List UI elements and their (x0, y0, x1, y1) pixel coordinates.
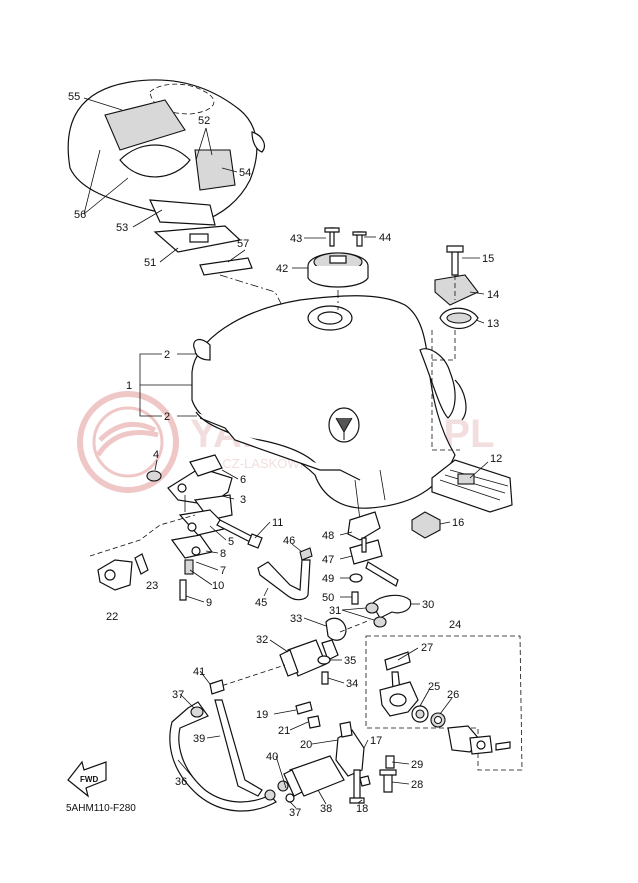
callout-56: 56 (74, 209, 86, 221)
callout-1: 1 (126, 380, 132, 392)
callout-42: 42 (276, 263, 288, 275)
fwd-label: FWD (80, 775, 98, 784)
callout-55: 55 (68, 91, 80, 103)
callout-15: 15 (482, 253, 494, 265)
callout-48: 48 (322, 530, 334, 542)
callout-31: 31 (329, 605, 341, 617)
callout-24: 24 (449, 619, 461, 631)
fwd-arrow-icon: FWD (67, 760, 107, 798)
callout-49: 49 (322, 573, 334, 585)
callout-16: 16 (452, 517, 464, 529)
callout-29: 29 (411, 759, 423, 771)
tank-cover-assembly (67, 79, 301, 341)
rubber-damper (431, 459, 513, 513)
leader-lines (83, 97, 489, 809)
callout-3: 3 (240, 494, 246, 506)
callout-10: 10 (212, 580, 224, 592)
callout-9: 9 (206, 597, 212, 609)
grommet (146, 470, 162, 482)
callout-28: 28 (411, 779, 423, 791)
tank-bracket (432, 245, 479, 361)
watermark-logo-icon (77, 391, 179, 493)
callout-52: 52 (198, 115, 210, 127)
callout-41: 41 (193, 666, 205, 678)
callout-37: 37 (172, 689, 184, 701)
callout-37b: 37 (289, 807, 301, 819)
seal-strip (199, 257, 253, 276)
callout-17: 17 (370, 735, 382, 747)
callout-11: 11 (272, 517, 283, 529)
fuel-pump (283, 701, 371, 804)
callout-20: 20 (300, 739, 312, 751)
callout-8: 8 (220, 548, 226, 560)
callout-13: 13 (487, 318, 499, 330)
diagram-code: 5AHM110-F280 (66, 803, 136, 814)
callout-12: 12 (490, 453, 502, 465)
callout-45: 45 (255, 597, 267, 609)
callout-40: 40 (266, 751, 278, 763)
callout-39: 39 (193, 733, 205, 745)
callout-53: 53 (116, 222, 128, 234)
callout-32: 32 (256, 634, 268, 646)
damper (411, 511, 441, 539)
fuel-hose-upper (365, 594, 412, 628)
callout-14: 14 (487, 289, 499, 301)
callout-34: 34 (346, 678, 358, 690)
callout-7: 7 (220, 565, 226, 577)
callout-18: 18 (356, 803, 368, 815)
callout-44: 44 (379, 232, 391, 244)
fuel-tank (191, 295, 467, 521)
callout-54: 54 (239, 167, 251, 179)
callout-30: 30 (422, 599, 434, 611)
callout-23: 23 (146, 580, 158, 592)
callout-47: 47 (322, 554, 334, 566)
fuel-hoses-lower (169, 679, 295, 812)
callout-19: 19 (256, 709, 268, 721)
callout-2: 2 (164, 349, 170, 361)
callout-35: 35 (344, 655, 356, 667)
callout-6: 6 (240, 474, 246, 486)
callout-4: 4 (153, 449, 159, 461)
callouts: 1 2 2 3 4 5 6 7 8 9 10 11 12 13 14 15 16… (68, 91, 502, 819)
callout-36: 36 (175, 776, 187, 788)
callout-27: 27 (421, 642, 433, 654)
callout-57: 57 (237, 238, 249, 250)
fuel-filter (214, 617, 371, 689)
callout-22: 22 (106, 611, 118, 623)
mount-brackets (89, 454, 263, 601)
callout-5: 5 (228, 536, 234, 548)
breather-hose (257, 559, 311, 601)
fuel-cock-assembly (365, 635, 523, 793)
callout-25: 25 (428, 681, 440, 693)
callout-43: 43 (290, 233, 302, 245)
clips (299, 511, 399, 605)
callout-51: 51 (144, 257, 156, 269)
side-bracket (97, 553, 149, 591)
callout-46: 46 (283, 535, 295, 547)
callout-2b: 2 (164, 411, 170, 423)
callout-21: 21 (278, 725, 290, 737)
callout-26: 26 (447, 689, 459, 701)
callout-33: 33 (290, 613, 302, 625)
fuel-cap (307, 227, 369, 310)
callout-50: 50 (322, 592, 334, 604)
callout-38: 38 (320, 803, 332, 815)
